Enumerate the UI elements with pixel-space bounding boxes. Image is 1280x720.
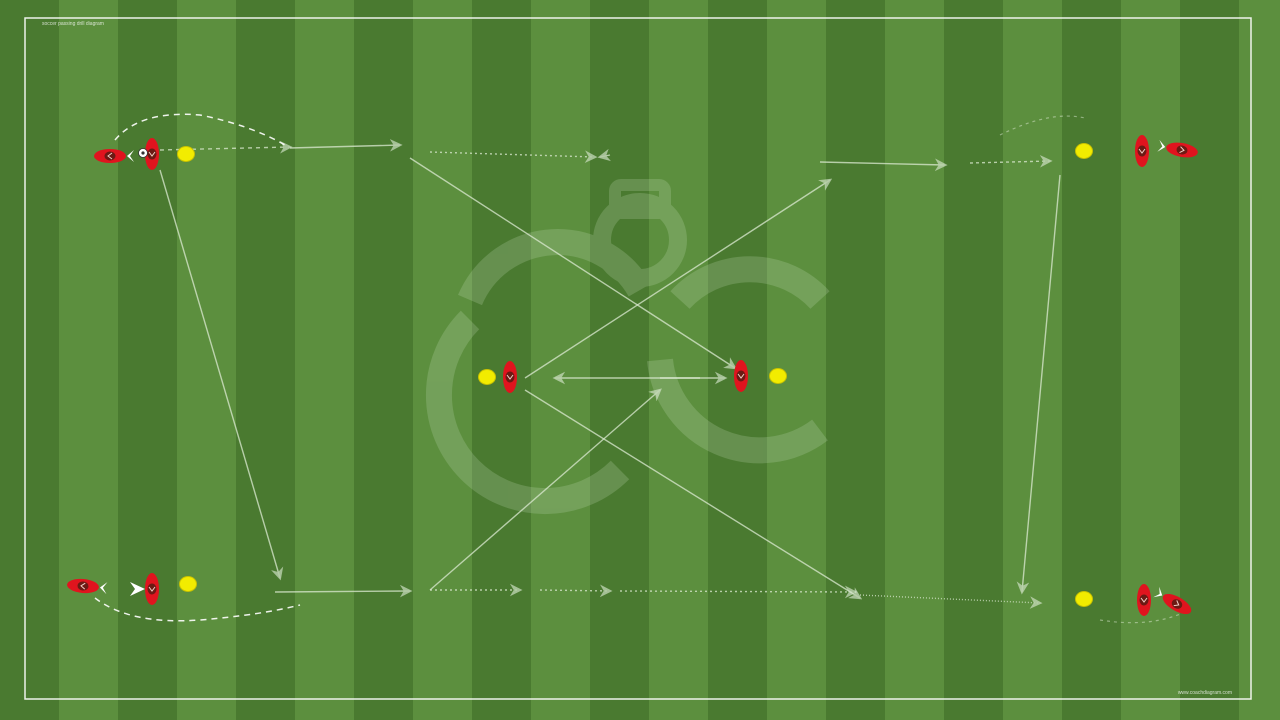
player-icon bbox=[734, 360, 748, 392]
ball-icon bbox=[138, 148, 148, 158]
pitch-boundary bbox=[24, 17, 1252, 700]
pitch-stripe bbox=[177, 0, 237, 720]
pitch-stripe bbox=[236, 0, 296, 720]
pitch-stripe bbox=[1003, 0, 1063, 720]
cone-icon bbox=[177, 146, 195, 162]
run-path bbox=[597, 148, 612, 162]
cone-icon bbox=[478, 369, 496, 385]
pitch-stripe bbox=[413, 0, 473, 720]
dribble-path bbox=[1099, 611, 1186, 624]
pitch-stripe bbox=[590, 0, 650, 720]
pitch-stripe bbox=[1062, 0, 1122, 720]
player-icon bbox=[67, 578, 108, 595]
pitch-stripe bbox=[885, 0, 945, 720]
movement-paths bbox=[94, 113, 1186, 624]
arrowhead-icon bbox=[130, 582, 145, 596]
player-icon bbox=[1157, 139, 1198, 158]
ball-path bbox=[159, 140, 293, 154]
top-caption: soccer passing drill diagram bbox=[42, 21, 104, 27]
player-icon bbox=[503, 361, 517, 393]
bottom-caption: www.coachdiagram.com bbox=[1177, 690, 1232, 696]
pass-path bbox=[1016, 174, 1061, 595]
pitch-stripe bbox=[59, 0, 119, 720]
pitch-stripe bbox=[1239, 0, 1280, 720]
watermark-logo-icon bbox=[425, 179, 830, 515]
pitch-stripe bbox=[1180, 0, 1240, 720]
pitch-stripe bbox=[0, 0, 60, 720]
cones bbox=[177, 143, 1093, 607]
player-icon bbox=[145, 573, 159, 605]
player-icon bbox=[1135, 135, 1149, 167]
ball-path bbox=[859, 594, 1043, 609]
pass-path bbox=[524, 389, 863, 600]
dribble-path bbox=[114, 113, 286, 146]
run-path bbox=[274, 584, 413, 598]
pass-path bbox=[159, 169, 284, 581]
pitch-stripe bbox=[767, 0, 827, 720]
pass-path bbox=[429, 388, 662, 591]
pitch-stripe bbox=[708, 0, 768, 720]
pitch-stripe bbox=[1121, 0, 1181, 720]
player-icon bbox=[1137, 584, 1151, 616]
pass-path bbox=[409, 157, 738, 370]
pitch-stripe bbox=[944, 0, 1004, 720]
ball-path bbox=[969, 154, 1053, 168]
player-icon bbox=[1153, 586, 1192, 615]
cone-icon bbox=[1075, 143, 1093, 159]
players bbox=[67, 135, 1198, 616]
ball-path bbox=[539, 584, 613, 598]
ball-path bbox=[619, 585, 858, 599]
pitch-stripe bbox=[354, 0, 414, 720]
dribble-path bbox=[999, 115, 1086, 136]
pitch-stripe bbox=[826, 0, 886, 720]
pitch-stripe bbox=[649, 0, 709, 720]
cone-icon bbox=[1075, 591, 1093, 607]
pitch-stripe bbox=[295, 0, 355, 720]
pitch-stripe bbox=[531, 0, 591, 720]
run-path bbox=[819, 158, 948, 172]
pass-path bbox=[524, 178, 833, 379]
cone-icon bbox=[179, 576, 197, 592]
pitch-stripe bbox=[472, 0, 532, 720]
cone-icon bbox=[769, 368, 787, 384]
run-path bbox=[289, 138, 403, 152]
player-icon bbox=[145, 138, 159, 170]
player-icon bbox=[94, 149, 134, 163]
pitch-stripe bbox=[118, 0, 178, 720]
